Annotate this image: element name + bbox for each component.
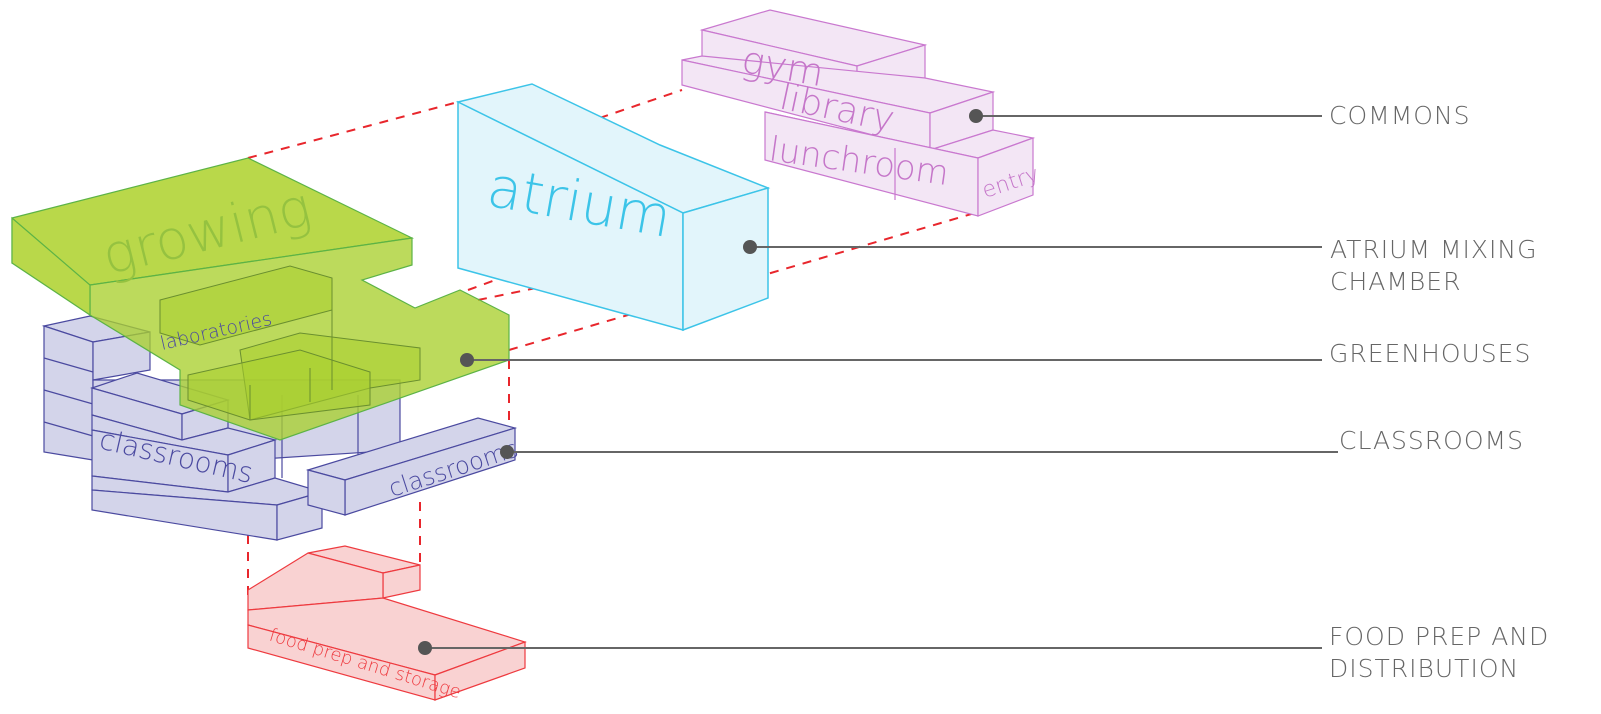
laboratory-volume — [187, 349, 371, 421]
dashed-line — [508, 209, 986, 351]
callout-atrium-line1: ATRIUM MIXING — [1330, 235, 1538, 264]
callout-atrium-line2: CHAMBER — [1330, 267, 1462, 296]
food-prep-block: food prep and storage — [247, 545, 527, 703]
leader-dot-atrium — [743, 240, 757, 254]
classroom-slab — [43, 325, 94, 461]
callout-food: FOOD PREP AND DISTRIBUTION — [1329, 621, 1549, 685]
atrium-side — [682, 186, 769, 332]
callout-greenhouses-text: GREENHOUSES — [1329, 339, 1532, 368]
entry-side — [977, 137, 1034, 217]
leader-dot-commons — [969, 109, 983, 123]
leader-dot-food — [418, 641, 432, 655]
leaders — [418, 109, 1338, 655]
food-side — [434, 641, 526, 701]
callout-greenhouses: GREENHOUSES — [1329, 338, 1531, 370]
greenhouse-block: growing laboratories — [11, 157, 510, 441]
greenhouse-side — [11, 216, 91, 317]
classroom-bar-end — [307, 469, 346, 516]
commons-block: gym library lunchroom entry — [681, 9, 1042, 217]
callout-classrooms-text: CLASSROOMS — [1339, 426, 1524, 455]
callout-commons: COMMONS — [1329, 100, 1471, 132]
classrooms-block: classrooms classrooms — [41, 315, 521, 541]
food-top-mid — [247, 552, 384, 611]
atrium-block: atrium — [455, 83, 771, 332]
callout-commons-text: COMMONS — [1329, 101, 1471, 130]
callout-food-line2: DISTRIBUTION — [1329, 654, 1520, 683]
dashed-line — [247, 101, 459, 159]
callout-atrium: ATRIUM MIXING CHAMBER — [1330, 234, 1538, 298]
leader-dot-classrooms — [500, 445, 514, 459]
leader-dot-greenhouses — [460, 353, 474, 367]
callout-classrooms: CLASSROOMS — [1339, 425, 1524, 457]
callout-food-line1: FOOD PREP AND — [1329, 622, 1550, 651]
